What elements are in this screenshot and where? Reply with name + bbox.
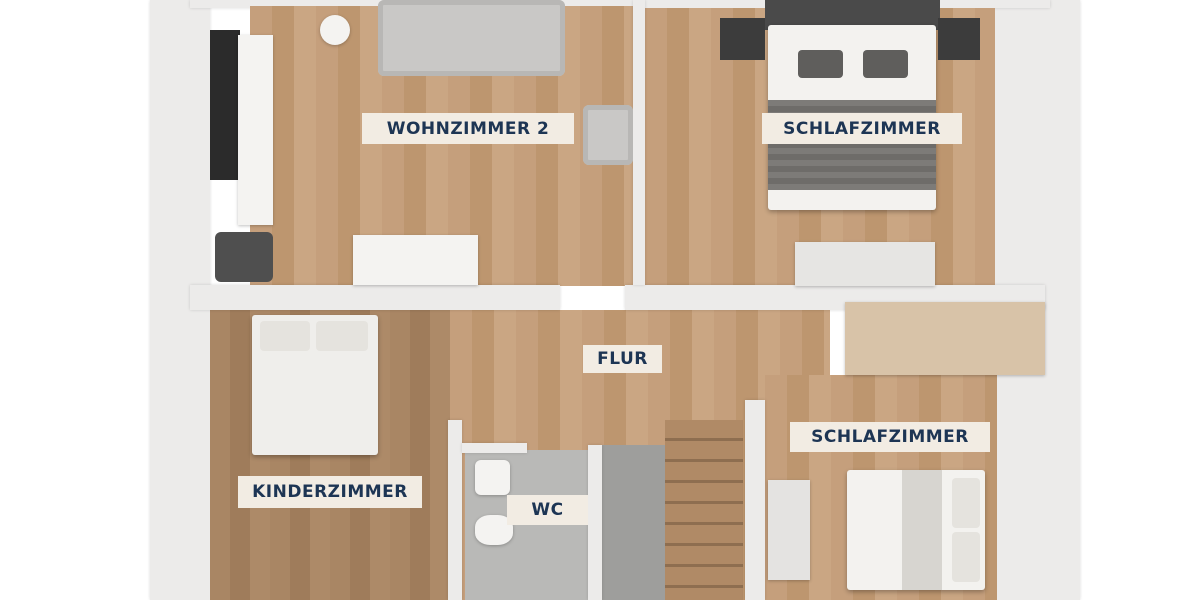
room-label-wohnzimmer: WOHNZIMMER 2: [362, 113, 574, 144]
room-label-flur: FLUR: [583, 345, 662, 373]
tv-stand: [238, 35, 273, 225]
bed-kinder: [252, 315, 378, 455]
wardrobe: [845, 302, 1045, 375]
outer-wall-top: [190, 0, 1050, 8]
armchair: [583, 105, 633, 165]
nightstand: [720, 18, 765, 60]
tv: [210, 30, 240, 180]
wall-vertical-top: [633, 0, 645, 285]
bench: [768, 480, 810, 580]
wall-wc: [588, 445, 602, 600]
toilet: [475, 515, 513, 545]
room-label-schlafzimmer-bottom: SCHLAFZIMMER: [790, 422, 990, 452]
side-table: [320, 15, 350, 45]
wall-wc-top: [462, 443, 527, 453]
shower-area: [600, 445, 665, 600]
room-label-schlafzimmer-top: SCHLAFZIMMER: [762, 113, 962, 144]
room-label-kinderzimmer: KINDERZIMMER: [238, 476, 422, 508]
staircase[interactable]: [665, 420, 743, 600]
wall-horizontal: [190, 285, 560, 310]
sofa: [378, 0, 565, 76]
bed-bottom: [847, 470, 985, 590]
wall-kinder: [448, 420, 462, 600]
sink: [475, 460, 510, 495]
dresser: [795, 242, 935, 286]
wall-bedroom-bottom: [745, 400, 765, 600]
room-label-wc: WC: [507, 495, 588, 525]
chair: [215, 232, 273, 282]
nightstand: [938, 18, 980, 60]
dining-table: [353, 235, 478, 285]
